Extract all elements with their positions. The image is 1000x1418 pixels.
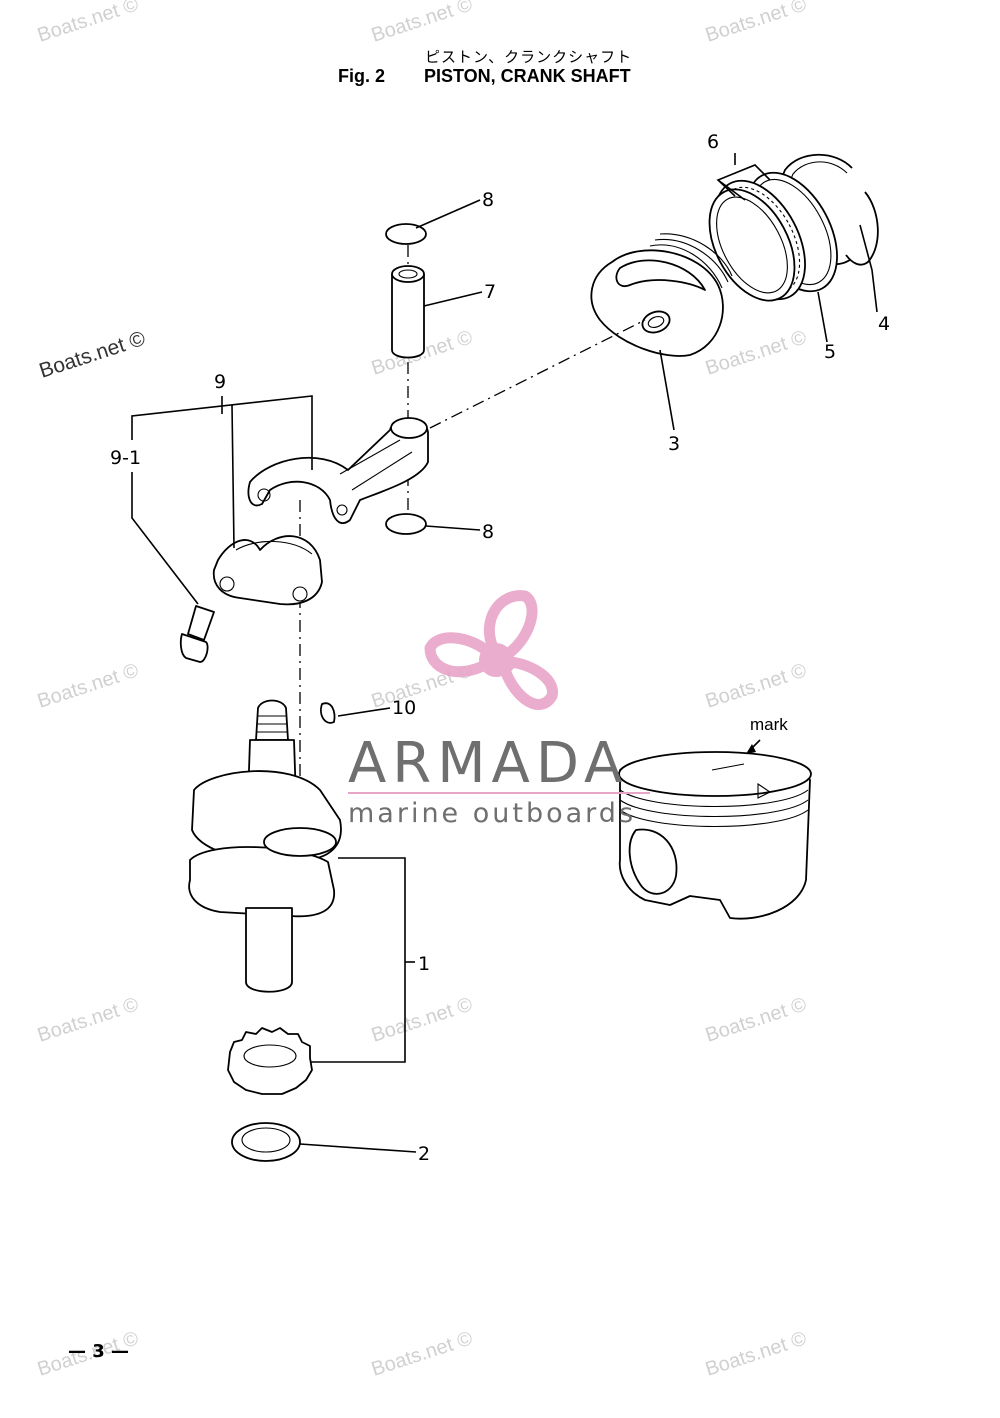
callout-8-top: 8 xyxy=(482,189,494,211)
watermark-primary: Boats.net © xyxy=(36,327,148,383)
piston-groove xyxy=(619,799,809,817)
figure-label: Fig. 2 xyxy=(338,66,385,86)
watermark: Boats.net © xyxy=(369,1327,476,1380)
watermark-layer: Boats.net © Boats.net © Boats.net © Boat… xyxy=(35,0,810,1381)
watermark: Boats.net © xyxy=(35,0,142,47)
connecting-rod xyxy=(247,417,429,524)
watermark: Boats.net © xyxy=(703,993,810,1046)
callout-9-1: 9-1 xyxy=(110,447,141,469)
watermark: Boats.net © xyxy=(369,993,476,1046)
watermark: Boats.net © xyxy=(703,326,810,379)
propeller-blade xyxy=(499,656,558,710)
piston-ring-groove xyxy=(654,238,729,283)
callout-7: 7 xyxy=(484,281,496,303)
callout-10: 10 xyxy=(392,697,416,719)
propeller-blade xyxy=(424,632,494,678)
mark-label: mark xyxy=(750,715,788,734)
con-rod-small-end xyxy=(390,417,428,439)
brand-logo xyxy=(424,590,558,710)
con-rod-cap-9-1 xyxy=(212,535,323,606)
watermark: Boats.net © xyxy=(369,0,476,47)
callout-4: 4 xyxy=(878,313,890,335)
page-number: — 3 — xyxy=(68,1341,129,1362)
crankshaft xyxy=(188,699,342,993)
circlip-8-bottom xyxy=(385,513,427,535)
brand-tagline: marine outboards xyxy=(348,798,636,829)
piston-pin-hole xyxy=(647,316,665,328)
alignment-line xyxy=(429,319,646,429)
piston-rings xyxy=(708,153,879,302)
con-rod-web xyxy=(351,451,413,491)
crank-taper xyxy=(255,699,289,741)
piston xyxy=(590,233,733,357)
con-rod-bolt xyxy=(179,605,215,663)
thrust-washer-2 xyxy=(231,1122,301,1162)
piston-assembled-view xyxy=(618,751,812,920)
callout-1: 1 xyxy=(418,953,430,975)
watermark: Boats.net © xyxy=(703,1327,810,1380)
watermark: Boats.net © xyxy=(35,993,142,1046)
piston-ring-groove xyxy=(649,244,723,289)
crank-thread xyxy=(257,715,287,733)
circlip-8-top xyxy=(385,223,427,245)
callout-8-bottom: 8 xyxy=(482,521,494,543)
piston-boss xyxy=(628,828,678,895)
watermark: Boats.net © xyxy=(703,0,810,47)
con-rod-web xyxy=(339,439,401,475)
crank-gear xyxy=(227,1027,313,1095)
piston-pin-boss xyxy=(641,310,671,334)
ring-6-rail-inner xyxy=(716,196,788,294)
crank-web-lower xyxy=(188,846,335,918)
watermark: Boats.net © xyxy=(35,659,142,712)
brand-name: ARMADA xyxy=(348,731,628,796)
crank-lower-journal xyxy=(245,907,293,993)
watermark: Boats.net © xyxy=(703,659,810,712)
callout-3: 3 xyxy=(668,433,680,455)
piston-groove xyxy=(619,789,809,807)
propeller-blade xyxy=(483,590,538,662)
piston-crown xyxy=(615,259,706,291)
con-rod-bolt-hole xyxy=(257,488,271,502)
piston-top xyxy=(618,751,812,797)
propeller-hub xyxy=(479,643,513,677)
callout-6: 6 xyxy=(707,131,719,153)
woodruff-key-10 xyxy=(320,702,336,724)
leader-lines xyxy=(131,153,878,1153)
callout-9: 9 xyxy=(214,371,226,393)
callout-2: 2 xyxy=(418,1143,430,1165)
piston-ring-groove xyxy=(659,233,733,277)
crank-pin xyxy=(263,827,337,857)
mark-triangle-icon xyxy=(757,782,772,799)
con-rod-body xyxy=(247,419,429,524)
mark-arrow-icon xyxy=(746,744,756,754)
ring-4-end xyxy=(845,191,879,266)
con-rod-bolt-hole xyxy=(336,504,348,516)
page-title: PISTON, CRANK SHAFT xyxy=(424,66,631,86)
piston-pin-7 xyxy=(391,265,425,359)
piston-groove xyxy=(619,809,809,827)
mark-stamp xyxy=(711,763,745,771)
title-japanese: ピストン、クランクシャフト xyxy=(425,48,632,66)
callout-5: 5 xyxy=(824,341,836,363)
